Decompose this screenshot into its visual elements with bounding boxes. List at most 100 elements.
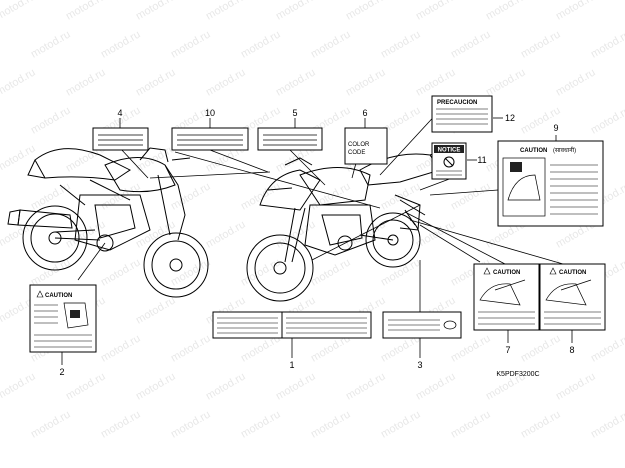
watermark-text: motod.ru bbox=[64, 370, 108, 402]
callout-5: 5 bbox=[292, 108, 297, 118]
watermark-text: motod.ru bbox=[239, 28, 283, 60]
watermark-text: motod.ru bbox=[134, 66, 178, 98]
watermark-text: motod.ru bbox=[379, 256, 423, 288]
watermark-text: motod.ru bbox=[309, 256, 353, 288]
watermark-text: motod.ru bbox=[344, 218, 388, 250]
watermark-text: motod.ru bbox=[309, 408, 353, 440]
label-part-6: COLOR CODE bbox=[344, 127, 388, 165]
callout-2: 2 bbox=[59, 367, 64, 377]
watermark-text: motod.ru bbox=[589, 104, 625, 136]
watermark-text: motod.ru bbox=[379, 180, 423, 212]
callout-4: 4 bbox=[117, 108, 122, 118]
watermark-text: motod.ru bbox=[344, 66, 388, 98]
watermark-text: motod.ru bbox=[309, 180, 353, 212]
watermark-text: motod.ru bbox=[29, 104, 73, 136]
watermark-text: motod.ru bbox=[484, 0, 528, 23]
watermark-text: motod.ru bbox=[169, 408, 213, 440]
watermark-text: motod.ru bbox=[449, 408, 493, 440]
caution-9-alt-text: (सावधानी) bbox=[553, 146, 576, 154]
label-part-5 bbox=[257, 127, 323, 151]
watermark-text: motod.ru bbox=[379, 408, 423, 440]
precaucion-text: PRECAUCION bbox=[437, 100, 477, 106]
watermark-text: motod.ru bbox=[554, 0, 598, 23]
callout-10: 10 bbox=[205, 108, 215, 118]
callout-6: 6 bbox=[362, 108, 367, 118]
watermark-text: motod.ru bbox=[204, 218, 248, 250]
right-motorcycle-illustration bbox=[246, 149, 449, 302]
watermark-text: motod.ru bbox=[99, 28, 143, 60]
watermark-text: motod.ru bbox=[64, 0, 108, 23]
watermark-text: motod.ru bbox=[589, 28, 625, 60]
watermark-text: motod.ru bbox=[99, 408, 143, 440]
watermark-text: motod.ru bbox=[29, 408, 73, 440]
label-part-12: PRECAUCION bbox=[431, 95, 493, 133]
callout-1: 1 bbox=[289, 360, 294, 370]
label-part-1 bbox=[212, 311, 372, 339]
callout-8: 8 bbox=[569, 345, 574, 355]
caution-8-text: CAUTION bbox=[559, 270, 586, 276]
notice-text: NOTICE bbox=[438, 148, 461, 154]
label-part-11: NOTICE bbox=[431, 142, 467, 180]
watermark-text: motod.ru bbox=[64, 66, 108, 98]
watermark-text: motod.ru bbox=[0, 142, 38, 174]
watermark-text: motod.ru bbox=[449, 180, 493, 212]
watermark-text: motod.ru bbox=[99, 256, 143, 288]
watermark-text: motod.ru bbox=[169, 332, 213, 364]
label-part-8: CAUTION bbox=[539, 263, 606, 331]
callout-3: 3 bbox=[417, 360, 422, 370]
watermark-text: motod.ru bbox=[134, 370, 178, 402]
watermark-text: motod.ru bbox=[309, 28, 353, 60]
watermark-text: motod.ru bbox=[204, 0, 248, 23]
callout-11: 11 bbox=[477, 155, 486, 165]
watermark-text: motod.ru bbox=[99, 332, 143, 364]
caution-2-text: CAUTION bbox=[45, 293, 72, 299]
watermark-text: motod.ru bbox=[99, 180, 143, 212]
watermark-text: motod.ru bbox=[519, 408, 563, 440]
label-part-9: CAUTION (सावधानी) bbox=[497, 140, 604, 227]
watermark-text: motod.ru bbox=[134, 0, 178, 23]
watermark-text: motod.ru bbox=[169, 28, 213, 60]
callout-9: 9 bbox=[553, 123, 558, 133]
watermark-text: motod.ru bbox=[484, 66, 528, 98]
diagram-code: K5PDF3200C bbox=[496, 371, 539, 378]
watermark-text: motod.ru bbox=[274, 0, 318, 23]
watermark-text: motod.ru bbox=[414, 370, 458, 402]
code-text: CODE bbox=[348, 150, 365, 156]
label-part-10 bbox=[171, 127, 249, 151]
watermark-text: motod.ru bbox=[589, 332, 625, 364]
watermark-text: motod.ru bbox=[414, 66, 458, 98]
caution-9-text: CAUTION bbox=[520, 148, 547, 154]
watermark-text: motod.ru bbox=[554, 370, 598, 402]
watermark-text: motod.ru bbox=[204, 370, 248, 402]
watermark-text: motod.ru bbox=[519, 332, 563, 364]
watermark-text: motod.ru bbox=[0, 0, 38, 23]
watermark-text: motod.ru bbox=[519, 28, 563, 60]
label-part-7: CAUTION bbox=[473, 263, 540, 331]
watermark-text: motod.ru bbox=[344, 0, 388, 23]
watermark-text: motod.ru bbox=[0, 370, 38, 402]
callout-12: 12 bbox=[505, 113, 515, 123]
callout-7: 7 bbox=[505, 345, 510, 355]
label-part-2: CAUTION bbox=[29, 284, 97, 353]
watermark-text: motod.ru bbox=[624, 0, 625, 23]
left-motorcycle-illustration bbox=[7, 147, 209, 298]
label-part-3 bbox=[382, 311, 462, 339]
watermark-text: motod.ru bbox=[204, 66, 248, 98]
watermark-text: motod.ru bbox=[239, 180, 283, 212]
watermark-text: motod.ru bbox=[589, 408, 625, 440]
watermark-text: motod.ru bbox=[29, 28, 73, 60]
watermark-text: motod.ru bbox=[414, 0, 458, 23]
watermark-text: motod.ru bbox=[344, 370, 388, 402]
watermark-text: motod.ru bbox=[274, 370, 318, 402]
watermark-text: motod.ru bbox=[449, 28, 493, 60]
watermark-text: motod.ru bbox=[274, 66, 318, 98]
color-text: COLOR bbox=[348, 142, 370, 148]
watermark-text: motod.ru bbox=[0, 66, 38, 98]
watermark-text: motod.ru bbox=[379, 28, 423, 60]
caution-7-text: CAUTION bbox=[493, 270, 520, 276]
label-part-4 bbox=[92, 127, 149, 151]
watermark-text: motod.ru bbox=[239, 408, 283, 440]
watermark-text: motod.ru bbox=[134, 294, 178, 326]
